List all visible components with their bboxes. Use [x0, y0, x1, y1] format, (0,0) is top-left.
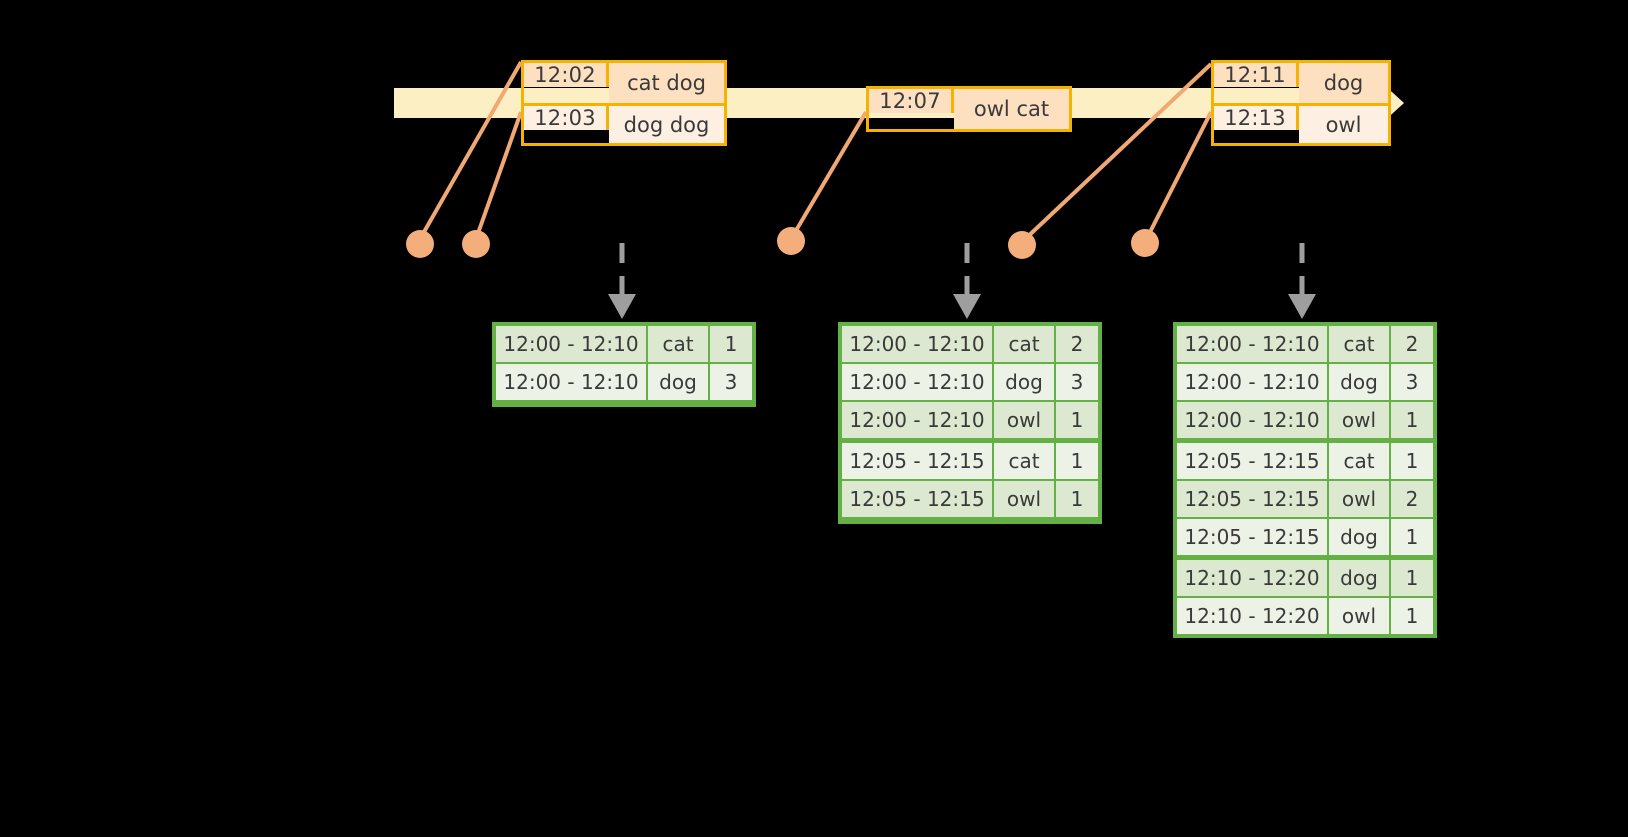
- cell-word: owl: [1329, 481, 1389, 517]
- event-words: owl: [1299, 106, 1388, 143]
- cell-window: 12:00 - 12:10: [842, 402, 992, 438]
- cell-window: 12:00 - 12:10: [1177, 402, 1327, 438]
- cell-count: 1: [1391, 560, 1433, 596]
- cell-word: cat: [1329, 326, 1389, 362]
- cell-count: 2: [1391, 326, 1433, 362]
- cell-count: 3: [1056, 364, 1098, 400]
- cell-window: 12:05 - 12:15: [842, 481, 992, 517]
- event-time: 12:03: [524, 106, 609, 143]
- cell-count: 1: [1056, 481, 1098, 517]
- cell-count: 1: [1056, 443, 1098, 479]
- event-group-3: 12:11 dog 12:13 owl: [1211, 60, 1391, 146]
- cell-count: 1: [1391, 519, 1433, 555]
- cell-window: 12:00 - 12:10: [842, 326, 992, 362]
- connector-dot: [462, 230, 490, 258]
- event-connector-dots: [406, 227, 1159, 259]
- event-group-1: 12:02 cat dog 12:03 dog dog: [521, 60, 727, 146]
- cell-window: 12:00 - 12:10: [842, 364, 992, 400]
- cell-word: dog: [648, 364, 708, 400]
- connector-dot: [406, 230, 434, 258]
- cell-window: 12:10 - 12:20: [1177, 560, 1327, 596]
- event-row[interactable]: 12:13 owl: [1214, 103, 1388, 143]
- cell-window: 12:05 - 12:15: [1177, 519, 1327, 555]
- event-time: 12:02: [524, 63, 609, 103]
- emit-arrow-3: [1288, 243, 1316, 319]
- event-time: 12:07: [869, 89, 954, 129]
- cell-word: owl: [1329, 402, 1389, 438]
- emit-arrow-1: [608, 243, 636, 319]
- cell-word: dog: [1329, 519, 1389, 555]
- cell-count: 3: [1391, 364, 1433, 400]
- cell-window: 12:10 - 12:20: [1177, 598, 1327, 634]
- event-time: 12:13: [1214, 106, 1299, 143]
- emit-arrow-2: [953, 243, 981, 319]
- cell-count: 2: [1391, 481, 1433, 517]
- cell-word: owl: [1329, 598, 1389, 634]
- cell-count: 1: [1056, 402, 1098, 438]
- event-words: owl cat: [954, 89, 1069, 129]
- cell-window: 12:05 - 12:15: [842, 443, 992, 479]
- cell-window: 12:00 - 12:10: [496, 364, 646, 400]
- event-row[interactable]: 12:02 cat dog: [524, 63, 724, 103]
- cell-word: dog: [994, 364, 1054, 400]
- emit-arrows: [608, 243, 1316, 319]
- cell-count: 1: [1391, 598, 1433, 634]
- cell-word: owl: [994, 481, 1054, 517]
- cell-word: cat: [1329, 443, 1389, 479]
- cell-word: dog: [1329, 364, 1389, 400]
- event-row[interactable]: 12:11 dog: [1214, 63, 1388, 103]
- event-group-2: 12:07 owl cat: [866, 86, 1072, 132]
- cell-window: 12:00 - 12:10: [496, 326, 646, 362]
- cell-count: 2: [1056, 326, 1098, 362]
- event-words: dog: [1299, 63, 1388, 103]
- event-time: 12:11: [1214, 63, 1299, 103]
- cell-count: 1: [710, 326, 752, 362]
- cell-window: 12:05 - 12:15: [1177, 481, 1327, 517]
- cell-count: 3: [710, 364, 752, 400]
- cell-word: dog: [1329, 560, 1389, 596]
- cell-window: 12:05 - 12:15: [1177, 443, 1327, 479]
- cell-word: cat: [994, 326, 1054, 362]
- connector-dot: [1008, 231, 1036, 259]
- cell-window: 12:00 - 12:10: [1177, 364, 1327, 400]
- cell-word: owl: [994, 402, 1054, 438]
- cell-word: cat: [994, 443, 1054, 479]
- event-row[interactable]: 12:07 owl cat: [869, 89, 1069, 129]
- event-words: cat dog: [609, 63, 724, 103]
- connector-dot: [1131, 229, 1159, 257]
- event-words: dog dog: [609, 106, 724, 143]
- cell-count: 1: [1391, 402, 1433, 438]
- connector-dot: [777, 227, 805, 255]
- event-row[interactable]: 12:03 dog dog: [524, 103, 724, 143]
- cell-count: 1: [1391, 443, 1433, 479]
- cell-window: 12:00 - 12:10: [1177, 326, 1327, 362]
- cell-word: cat: [648, 326, 708, 362]
